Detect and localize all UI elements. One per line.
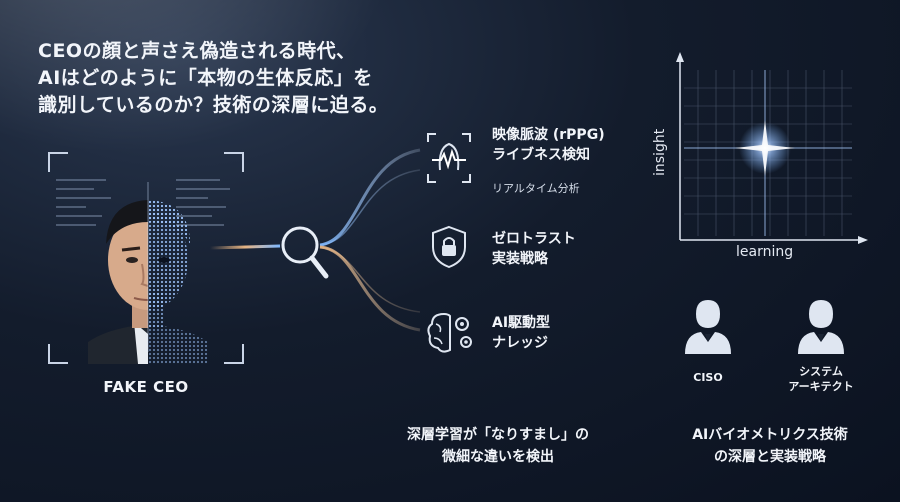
person-ciso: CISO xyxy=(668,296,748,385)
person-icon xyxy=(685,300,731,354)
code-lines-right xyxy=(176,172,236,233)
person-icon xyxy=(798,300,844,354)
graph-xlabel: learning xyxy=(736,244,794,260)
person-system-architect: システム アーキテクト xyxy=(776,296,866,394)
feature-rppg-title-1: 映像脈波 (rPPG) xyxy=(492,127,605,143)
frame-corner xyxy=(48,152,68,172)
frame-corner xyxy=(48,344,68,364)
headline-line-2: AIはどのように「本物の生体反応」を xyxy=(38,67,373,89)
caption-deep-learning-2: 微細な違いを検出 xyxy=(442,449,554,465)
frame-corner xyxy=(224,344,244,364)
brain-gear-icon xyxy=(427,312,472,353)
caption-biometrics-2: の深層と実装戦略 xyxy=(714,449,826,465)
headline-line-1: CEOの顔と声さえ偽造される時代、 xyxy=(38,40,356,62)
ceo-face-icon xyxy=(88,182,208,364)
feature-ai-knowledge-title-1: AI駆動型 xyxy=(492,315,551,331)
feature-rppg: 映像脈波 (rPPG) ライブネス検知 リアルタイム分析 xyxy=(492,125,605,199)
person-ciso-label: CISO xyxy=(693,371,723,384)
caption-deep-learning-1: 深層学習が「なりすまし」の xyxy=(407,427,589,443)
face-scan-frame xyxy=(48,152,244,364)
person-architect-label-1: システム xyxy=(799,365,843,378)
frame-corner xyxy=(224,152,244,172)
magnifier-icon xyxy=(281,226,319,264)
fake-ceo-label: FAKE CEO xyxy=(103,378,189,396)
feature-zero-trust-title-2: 実装戦略 xyxy=(492,251,548,267)
heartbeat-face-icon xyxy=(427,133,471,183)
feature-rppg-sub: リアルタイム分析 xyxy=(492,182,580,195)
caption-deep-learning: 深層学習が「なりすまし」の 微細な違いを検出 xyxy=(378,424,618,468)
feature-zero-trust: ゼロトラスト 実装戦略 xyxy=(492,229,576,269)
code-lines-left xyxy=(56,172,116,233)
feature-rppg-title-2: ライブネス検知 xyxy=(492,147,590,163)
person-architect-label-2: アーキテクト xyxy=(788,380,854,393)
caption-biometrics: AIバイオメトリクス技術 の深層と実装戦略 xyxy=(660,424,880,468)
feature-zero-trust-title-1: ゼロトラスト xyxy=(492,231,576,247)
caption-biometrics-1: AIバイオメトリクス技術 xyxy=(692,427,848,443)
feature-ai-knowledge-title-2: ナレッジ xyxy=(492,335,548,351)
shield-lock-icon xyxy=(432,225,466,269)
headline: CEOの顔と声さえ偽造される時代、 AIはどのように「本物の生体反応」を 識別し… xyxy=(38,38,418,119)
graph-ylabel: insight xyxy=(652,128,668,176)
feature-ai-knowledge: AI駆動型 ナレッジ xyxy=(492,313,550,353)
learning-insight-graph xyxy=(676,52,868,244)
headline-line-3: 識別しているのか？技術の深層に迫る。 xyxy=(38,94,389,116)
